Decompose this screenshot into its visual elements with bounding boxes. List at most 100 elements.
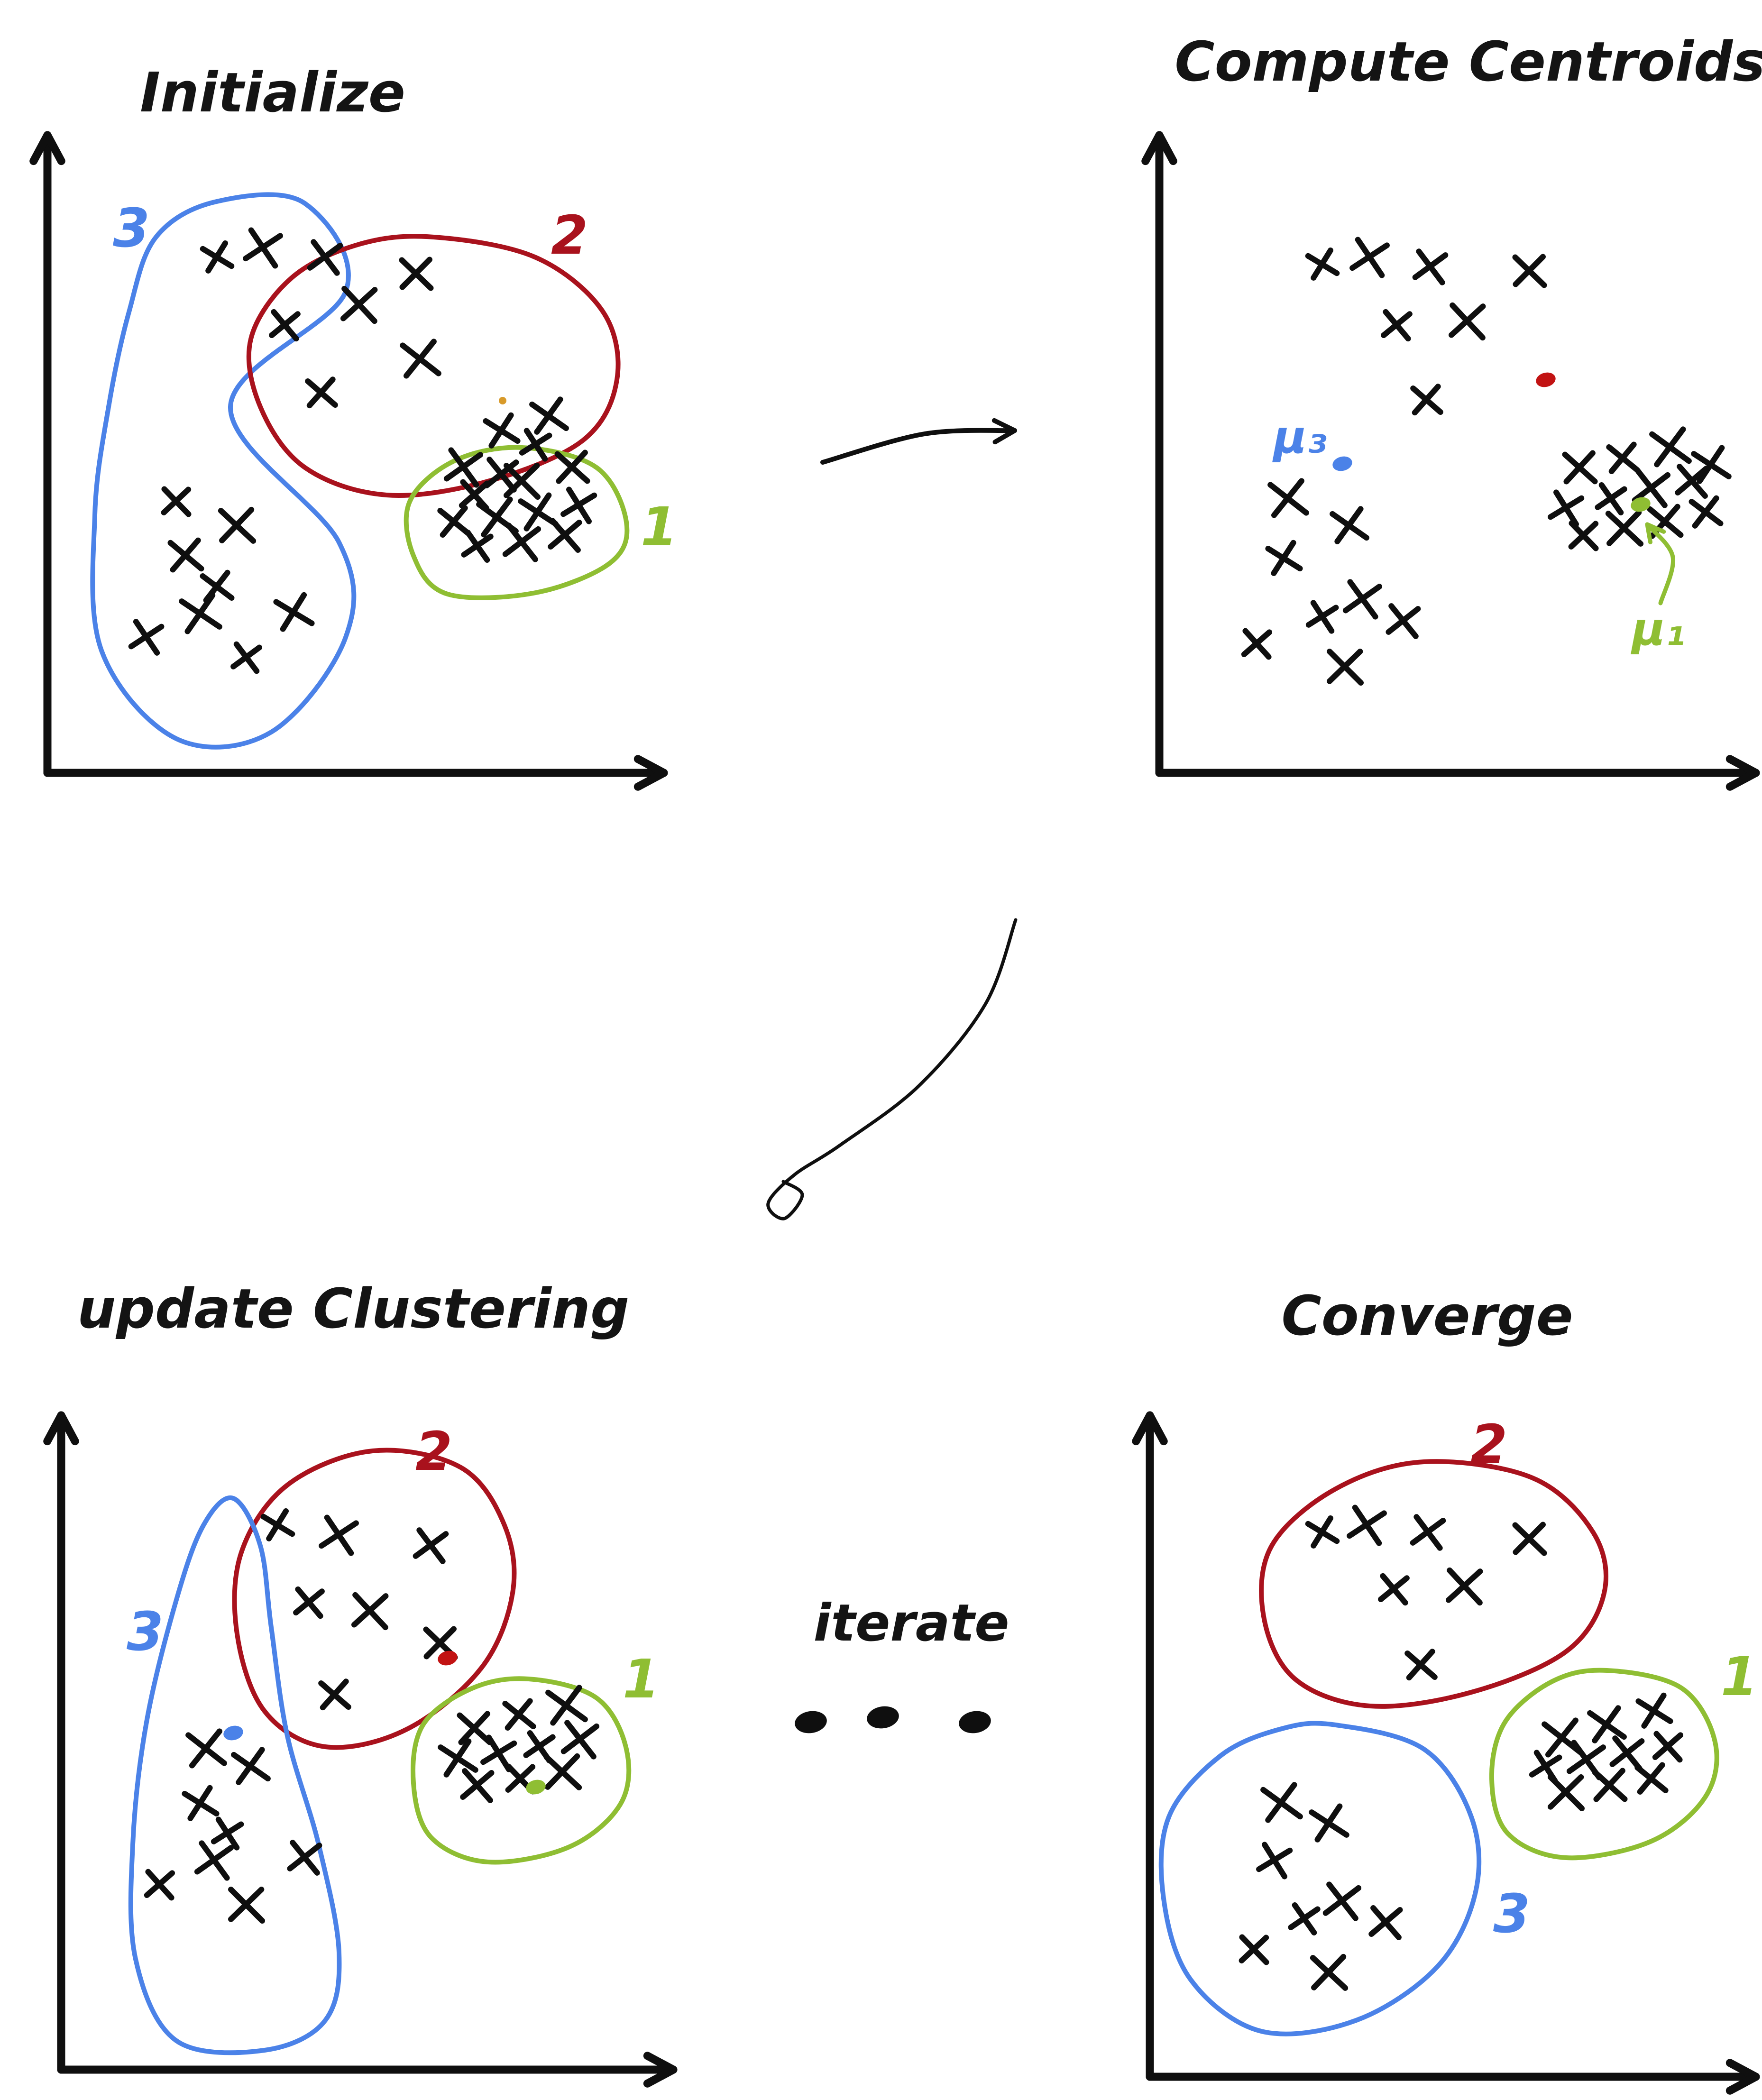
data-point-x <box>1310 1953 1349 1991</box>
data-point-x <box>305 376 338 409</box>
data-point-x <box>519 428 552 462</box>
data-point-x <box>502 1698 536 1731</box>
data-point-x <box>1606 441 1640 474</box>
cluster-outline-1 <box>411 1676 632 1865</box>
ellipsis-dot <box>795 1711 827 1733</box>
data-point-x <box>1309 1803 1349 1843</box>
data-point-x <box>1239 1934 1269 1965</box>
data-point-x <box>1305 1515 1340 1549</box>
data-point-x <box>319 1514 359 1556</box>
data-point-x <box>200 240 235 274</box>
centroid-dot-red_dot <box>1536 372 1556 387</box>
data-point-x <box>1634 1762 1669 1795</box>
data-point-x <box>128 619 165 656</box>
y-axis-arrowhead-icon <box>29 131 65 165</box>
centroid-arrowhead-icon <box>1645 522 1666 544</box>
centroid-pointer-arrow <box>1645 522 1676 605</box>
data-point-x <box>1265 540 1303 576</box>
data-point-x <box>287 1840 322 1876</box>
data-point-x <box>1675 464 1709 499</box>
data-point-x <box>1412 248 1449 285</box>
centroid-dot-red_dot <box>438 1651 458 1666</box>
cluster-outline-3 <box>90 192 357 750</box>
data-point-x <box>1305 247 1340 281</box>
data-point-x <box>518 492 559 532</box>
centroid-dot-blue <box>1332 456 1352 471</box>
x-axis-arrowhead-icon <box>633 755 668 791</box>
data-point-x <box>243 227 283 269</box>
data-point-x <box>1256 1842 1293 1880</box>
data-point-x <box>1404 1649 1438 1681</box>
x-axis-arrowhead-icon <box>1725 2059 1760 2095</box>
data-point-x <box>1342 579 1383 620</box>
cluster-number-label: 1 <box>623 1649 660 1710</box>
data-point-x <box>529 396 569 435</box>
data-point-x <box>480 1734 517 1772</box>
cluster-number-label: 2 <box>415 1421 452 1483</box>
data-point-x <box>293 1586 325 1619</box>
data-point-x <box>400 339 441 379</box>
panel-title-initialize: Initialize <box>140 61 405 125</box>
panel-title-update-clustering: update Clustering <box>77 1277 630 1341</box>
data-point-x <box>1649 426 1692 468</box>
panel-converge: 213 <box>1132 1411 1760 2095</box>
data-point-x <box>307 239 343 276</box>
cluster-number-label: 3 <box>127 1601 164 1663</box>
cluster-outline-2 <box>246 234 621 498</box>
cluster-outline-3 <box>1158 1721 1482 2036</box>
data-point-x <box>1349 237 1390 278</box>
data-point-x <box>504 463 541 500</box>
cluster-number-label: 1 <box>641 496 678 558</box>
data-point-x <box>1635 1692 1673 1729</box>
data-point-x <box>461 530 494 563</box>
data-point-x <box>231 1747 271 1785</box>
data-point-x <box>484 457 519 493</box>
data-point-x <box>1512 1522 1547 1556</box>
pen-speck <box>499 397 506 404</box>
cluster-number-label: 2 <box>1470 1414 1507 1476</box>
data-point-x <box>179 592 222 634</box>
data-point-x <box>1386 603 1421 639</box>
ellipsis-dot <box>867 1706 899 1729</box>
data-point-x <box>182 1785 220 1821</box>
data-point-x <box>340 285 378 324</box>
panel-title-converge: Converge <box>1281 1284 1573 1348</box>
data-point-x <box>457 1711 493 1745</box>
diagram-text-layer: Initialize Compute Centroids update Clus… <box>77 30 1762 1653</box>
centroid-mu-label: μ₃ <box>1272 411 1327 464</box>
arrow-centroids-to-update <box>766 918 1018 1220</box>
centroid-dot-green <box>526 1779 546 1795</box>
y-axis-arrowhead-icon <box>43 1411 79 1446</box>
data-point-x <box>438 1738 478 1778</box>
cluster-outline-3 <box>128 1495 342 2055</box>
x-axis-arrowhead-icon <box>643 2052 678 2088</box>
data-point-x <box>273 592 315 632</box>
data-point-x <box>1322 1881 1362 1921</box>
data-point-x <box>1512 254 1547 288</box>
cluster-outline-2 <box>1259 1459 1608 1709</box>
centroid-dot-green <box>1631 497 1651 512</box>
cluster-outline-2 <box>232 1448 517 1750</box>
data-point-x <box>144 1869 175 1901</box>
data-point-x <box>1632 468 1671 508</box>
x-axis-arrowhead-icon <box>1725 755 1760 791</box>
data-point-x <box>1241 628 1273 660</box>
data-point-x <box>560 1720 600 1760</box>
cluster-number-label: 3 <box>1493 1883 1530 1945</box>
data-point-x <box>1587 1705 1627 1743</box>
cluster-number-label: 2 <box>551 205 588 266</box>
data-point-x <box>543 1753 582 1790</box>
data-point-x <box>1445 1567 1483 1606</box>
data-point-x <box>318 1678 351 1711</box>
data-point-x <box>1330 506 1369 544</box>
data-point-x <box>1410 384 1443 416</box>
data-point-x <box>1347 1504 1387 1546</box>
data-point-x <box>399 257 434 291</box>
data-point-x <box>1691 445 1732 484</box>
data-point-x <box>1609 1735 1645 1771</box>
data-point-x <box>1568 520 1599 551</box>
